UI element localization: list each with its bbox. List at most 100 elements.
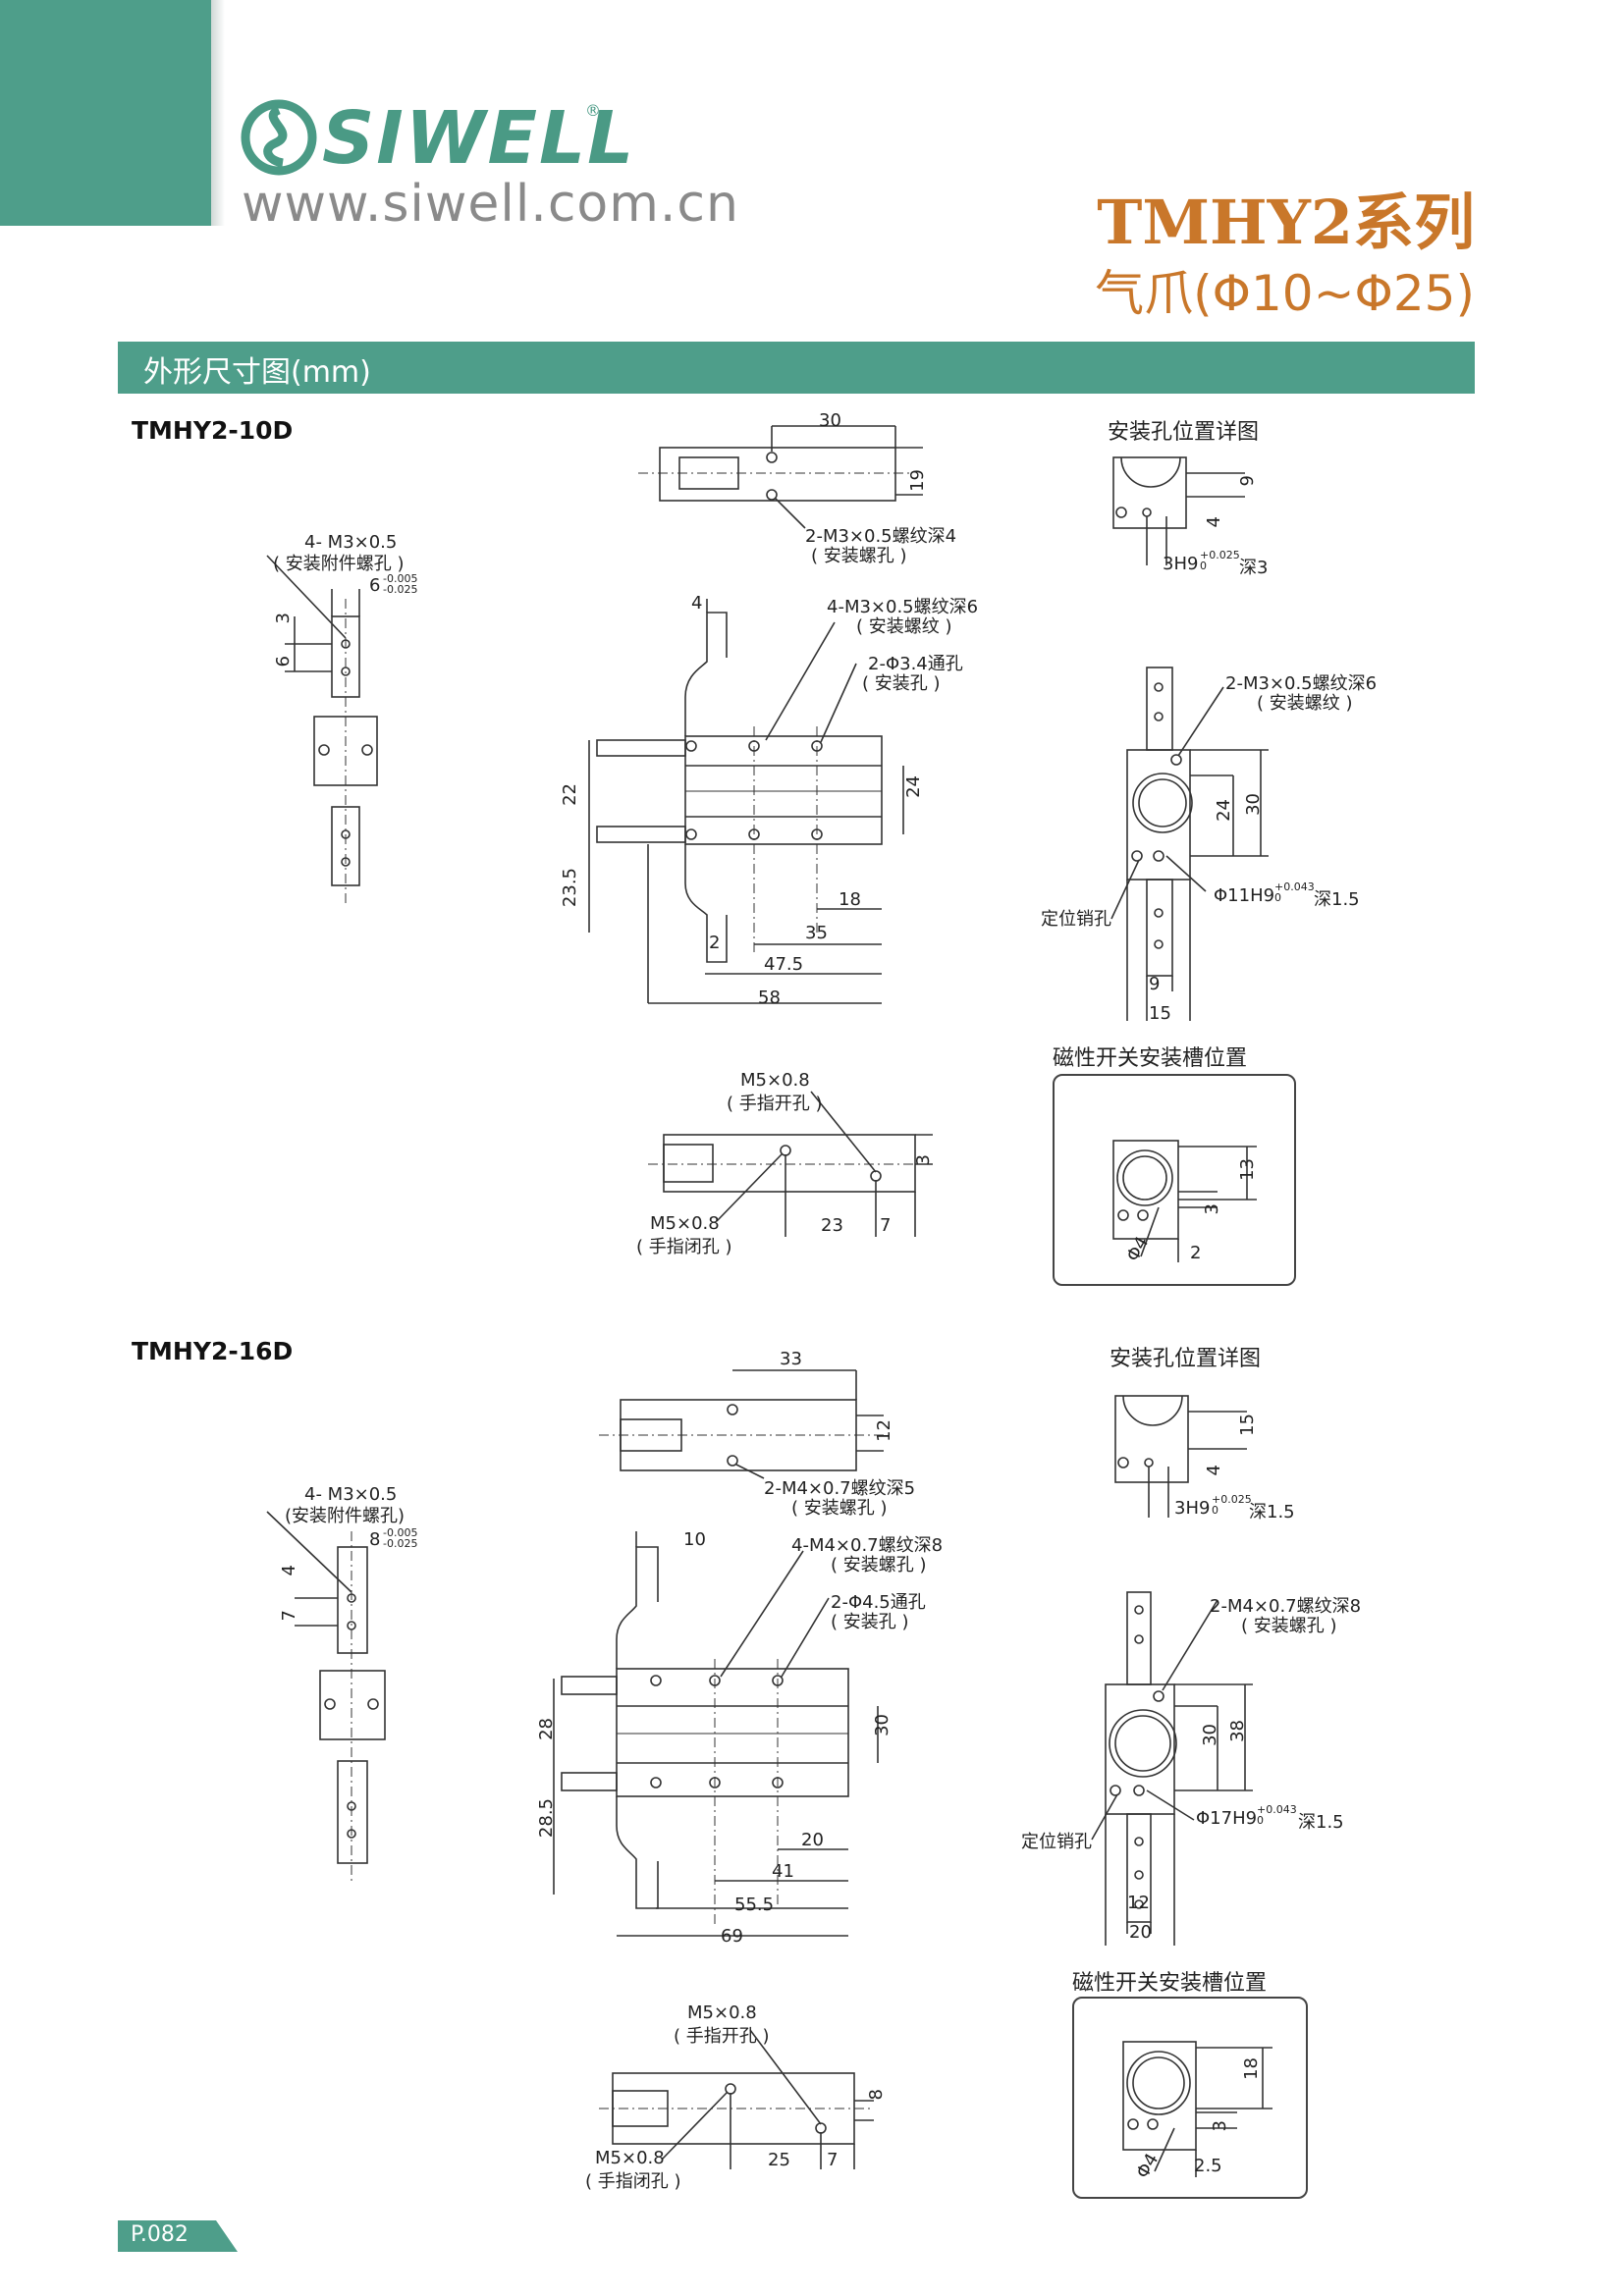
side-view-drawing bbox=[266, 555, 378, 903]
top-tap-label: 2-M4×0.7螺纹深5 bbox=[764, 1478, 916, 1499]
corner-accent-block bbox=[0, 0, 211, 226]
side-tol-value: 6 bbox=[369, 575, 381, 596]
port-open-label: M5×0.8 bbox=[687, 2002, 757, 2023]
side-tol-range: -0.005-0.025 bbox=[383, 1526, 418, 1550]
page-tab bbox=[118, 2220, 238, 2252]
front-hole-note: ( 安装孔 ) bbox=[862, 673, 941, 694]
top-width: 33 bbox=[780, 1349, 802, 1369]
section-bar bbox=[118, 342, 1475, 394]
port-dim-1: 23 bbox=[821, 1215, 843, 1236]
end-pin-label: 定位销孔 bbox=[1021, 1832, 1092, 1852]
port-height: 8 bbox=[866, 2089, 887, 2101]
mag-box bbox=[1053, 1074, 1296, 1286]
detail-height-2: 4 bbox=[1204, 516, 1224, 528]
detail-height-1: 9 bbox=[1237, 475, 1258, 487]
siwell-logo-icon bbox=[241, 99, 317, 176]
mag-width: 2.5 bbox=[1194, 2156, 1222, 2176]
end-width-1: 9 bbox=[1149, 974, 1161, 994]
mag-height-1: 18 bbox=[1241, 2057, 1262, 2080]
detail-depth: 深3 bbox=[1239, 558, 1269, 578]
top-tap-note: ( 安装螺孔 ) bbox=[791, 1498, 888, 1519]
side-tap-label: 4- M3×0.5 bbox=[304, 532, 398, 553]
port-view-drawing bbox=[648, 1091, 933, 1237]
front-dim-4: 47.5 bbox=[764, 954, 804, 975]
page-number: P.082 bbox=[131, 2222, 189, 2247]
end-tap-note: ( 安装螺孔 ) bbox=[1241, 1616, 1337, 1636]
end-width-1: 12 bbox=[1127, 1893, 1150, 1913]
side-tol-range: -0.005-0.025 bbox=[383, 572, 418, 596]
side-dim-1: 4 bbox=[279, 1565, 299, 1576]
end-height-2: 38 bbox=[1227, 1720, 1248, 1742]
front-height-3: 23.5 bbox=[560, 868, 580, 908]
end-bore: Φ11H9 bbox=[1214, 885, 1275, 906]
front-hole-label: 2-Φ3.4通孔 bbox=[868, 654, 963, 674]
end-view-drawing bbox=[1110, 667, 1269, 1021]
section-title: 外形尺寸图(mm) bbox=[143, 355, 371, 390]
top-view-drawing bbox=[599, 1369, 884, 1479]
mag-box bbox=[1072, 1997, 1308, 2199]
end-height-1: 24 bbox=[1214, 799, 1234, 822]
port-open-label: M5×0.8 bbox=[740, 1070, 810, 1091]
side-dim-1: 3 bbox=[273, 613, 294, 624]
series-subtitle: 气爪(Φ10~Φ25) bbox=[1095, 265, 1475, 322]
front-tap-label: 4-M4×0.7螺纹深8 bbox=[791, 1535, 944, 1556]
side-tap-note: (安装附件螺孔) bbox=[285, 1506, 406, 1526]
top-width: 30 bbox=[819, 410, 841, 431]
front-view-drawing bbox=[553, 1531, 879, 1937]
model-title: TMHY2-16D bbox=[132, 1337, 294, 1365]
front-height-1: 28 bbox=[536, 1718, 557, 1740]
front-dim-1: 18 bbox=[839, 889, 861, 910]
port-close-note: ( 手指闭孔 ) bbox=[585, 2171, 681, 2192]
port-dim-1: 25 bbox=[768, 2150, 790, 2170]
port-close-note: ( 手指闭孔 ) bbox=[636, 1237, 732, 1257]
registered-mark: ® bbox=[585, 101, 601, 120]
end-pin-label: 定位销孔 bbox=[1041, 909, 1111, 930]
front-dim-1: 20 bbox=[801, 1830, 824, 1850]
end-width-2: 20 bbox=[1129, 1922, 1152, 1943]
top-tap-note: ( 安装螺孔 ) bbox=[811, 546, 907, 566]
top-height: 19 bbox=[907, 469, 928, 492]
mag-height-2: 3 bbox=[1210, 2120, 1230, 2132]
mag-height-2: 3 bbox=[1202, 1203, 1222, 1215]
port-open-note: ( 手指开孔 ) bbox=[674, 2026, 770, 2047]
end-bore-depth: 深1.5 bbox=[1314, 889, 1360, 910]
end-tap-label: 2-M4×0.7螺纹深8 bbox=[1210, 1596, 1362, 1617]
website-url: www.siwell.com.cn bbox=[242, 175, 739, 234]
side-tap-label: 4- M3×0.5 bbox=[304, 1484, 398, 1505]
side-dim-2: 6 bbox=[273, 656, 294, 667]
detail-drawing bbox=[1112, 456, 1245, 565]
detail-drawing bbox=[1114, 1395, 1247, 1518]
end-tap-label: 2-M3×0.5螺纹深6 bbox=[1225, 673, 1378, 694]
front-height-3: 28.5 bbox=[536, 1798, 557, 1839]
front-dim-3: 35 bbox=[805, 923, 828, 943]
end-height-1: 30 bbox=[1200, 1724, 1220, 1746]
front-dim-3: 41 bbox=[772, 1861, 794, 1882]
front-tap-note: ( 安装螺孔 ) bbox=[831, 1555, 927, 1575]
model-title: TMHY2-10D bbox=[132, 416, 294, 445]
front-dim-2: 2 bbox=[709, 933, 721, 953]
detail-fit: 3H9 bbox=[1163, 554, 1199, 574]
front-dim-5: 69 bbox=[721, 1926, 743, 1947]
front-tap-note: ( 安装螺纹 ) bbox=[856, 616, 952, 637]
mag-title: 磁性开关安装槽位置 bbox=[1053, 1046, 1248, 1071]
series-title: TMHY2系列 bbox=[1097, 187, 1475, 258]
end-bore-depth: 深1.5 bbox=[1298, 1812, 1344, 1833]
front-dim-4: 55.5 bbox=[734, 1895, 775, 1915]
front-dim-5: 58 bbox=[758, 988, 781, 1008]
brand-name: SIWELL bbox=[322, 96, 636, 181]
port-close-label: M5×0.8 bbox=[650, 1213, 720, 1234]
port-height: 3 bbox=[913, 1154, 934, 1166]
top-tap-label: 2-M3×0.5螺纹深4 bbox=[805, 526, 957, 547]
mag-drawing bbox=[1112, 1140, 1257, 1262]
top-height: 12 bbox=[874, 1419, 894, 1442]
port-close-label: M5×0.8 bbox=[595, 2148, 665, 2168]
end-tap-note: ( 安装螺纹 ) bbox=[1257, 693, 1353, 714]
mag-title: 磁性开关安装槽位置 bbox=[1072, 1971, 1268, 1996]
port-view-drawing bbox=[599, 2029, 874, 2169]
top-view-drawing bbox=[638, 425, 923, 529]
corner-shadow bbox=[211, 0, 225, 226]
